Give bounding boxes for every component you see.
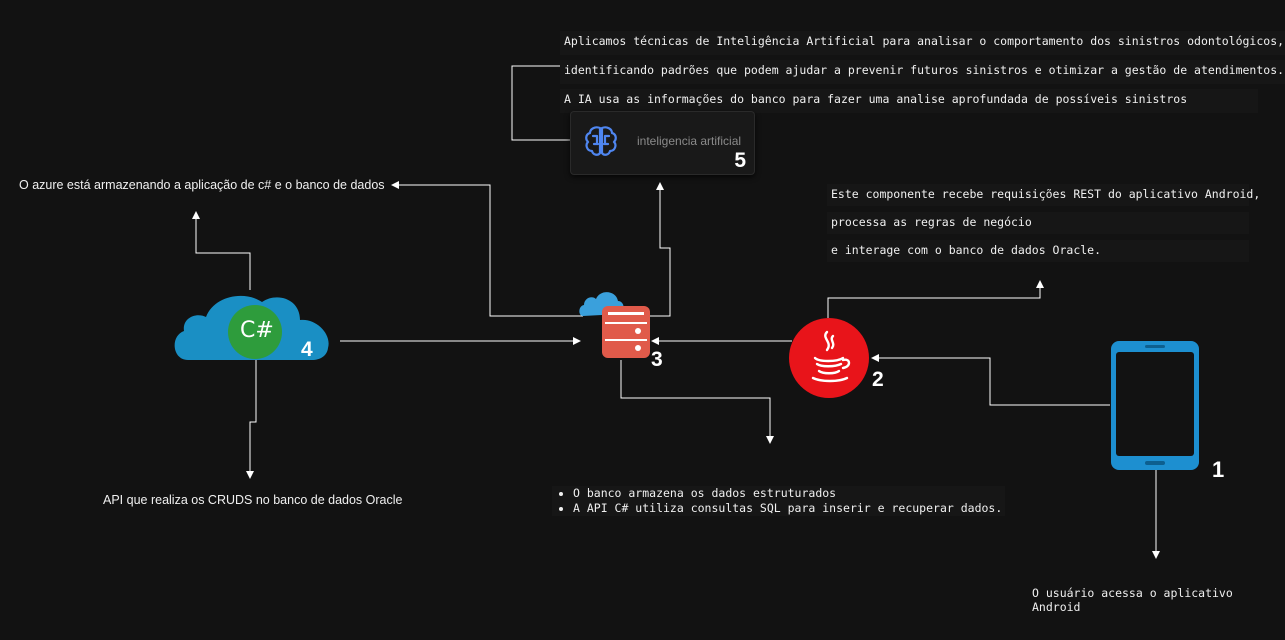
- step-number-1: 1: [1212, 457, 1225, 482]
- java-node[interactable]: 2: [789, 318, 899, 398]
- connector-cloud-to-crud-text: [246, 358, 257, 479]
- java-icon: [789, 318, 869, 398]
- cloud-database-icon: [579, 292, 650, 358]
- ai-description-line: identificando padrões que podem ajudar a…: [560, 60, 1285, 84]
- api-description-line: processa as regras de negócio: [827, 212, 1249, 234]
- step-number-5: 5: [734, 149, 746, 172]
- azure-description: O azure está armazenando a aplicação de …: [19, 178, 385, 192]
- api-description: Este componente recebe requisições REST …: [827, 184, 1260, 262]
- ai-description: Aplicamos técnicas de Inteligência Artif…: [560, 31, 1285, 113]
- api-description-line: e interage com o banco de dados Oracle.: [827, 240, 1249, 262]
- connector-db-to-azure-text: [391, 181, 583, 317]
- phone-node[interactable]: 1: [1110, 340, 1230, 485]
- database-description-item: O banco armazena os dados estruturados: [573, 486, 1002, 501]
- connector-phone-to-java: [871, 354, 1110, 406]
- connector-db-to-ai: [620, 182, 671, 317]
- api-description-line: Este componente recebe requisições REST …: [827, 184, 1260, 206]
- database-description: O banco armazena os dados estruturados A…: [552, 486, 1006, 516]
- connector-db-to-bullets: [620, 360, 774, 444]
- smartphone-icon: [1111, 341, 1199, 470]
- ai-node[interactable]: inteligencia artificial 5: [570, 111, 755, 175]
- database-description-item: A API C# utiliza consultas SQL para inse…: [573, 501, 1002, 516]
- connector-java-to-api-text: [827, 280, 1044, 318]
- database-node[interactable]: 3: [578, 286, 663, 371]
- csharp-glyph: C#: [240, 318, 274, 343]
- user-description: O usuário acessa o aplicativo Android: [1032, 586, 1233, 614]
- step-number-4: 4: [301, 338, 313, 361]
- connector-cloud-to-azure-text: [192, 211, 251, 290]
- step-number-3: 3: [651, 348, 663, 371]
- connector-ai-text-to-box: [511, 65, 572, 141]
- crud-description: API que realiza os CRUDS no banco de dad…: [103, 493, 403, 507]
- ai-node-label: inteligencia artificial: [637, 134, 742, 148]
- step-number-2: 2: [872, 368, 884, 391]
- brain-chip-icon: [585, 126, 617, 156]
- ai-description-line: A IA usa as informações do banco para fa…: [560, 89, 1258, 113]
- csharp-cloud-node[interactable]: C# 4: [170, 290, 335, 365]
- ai-description-line: Aplicamos técnicas de Inteligência Artif…: [560, 31, 1285, 55]
- azure-cloud-csharp-icon: [174, 295, 329, 360]
